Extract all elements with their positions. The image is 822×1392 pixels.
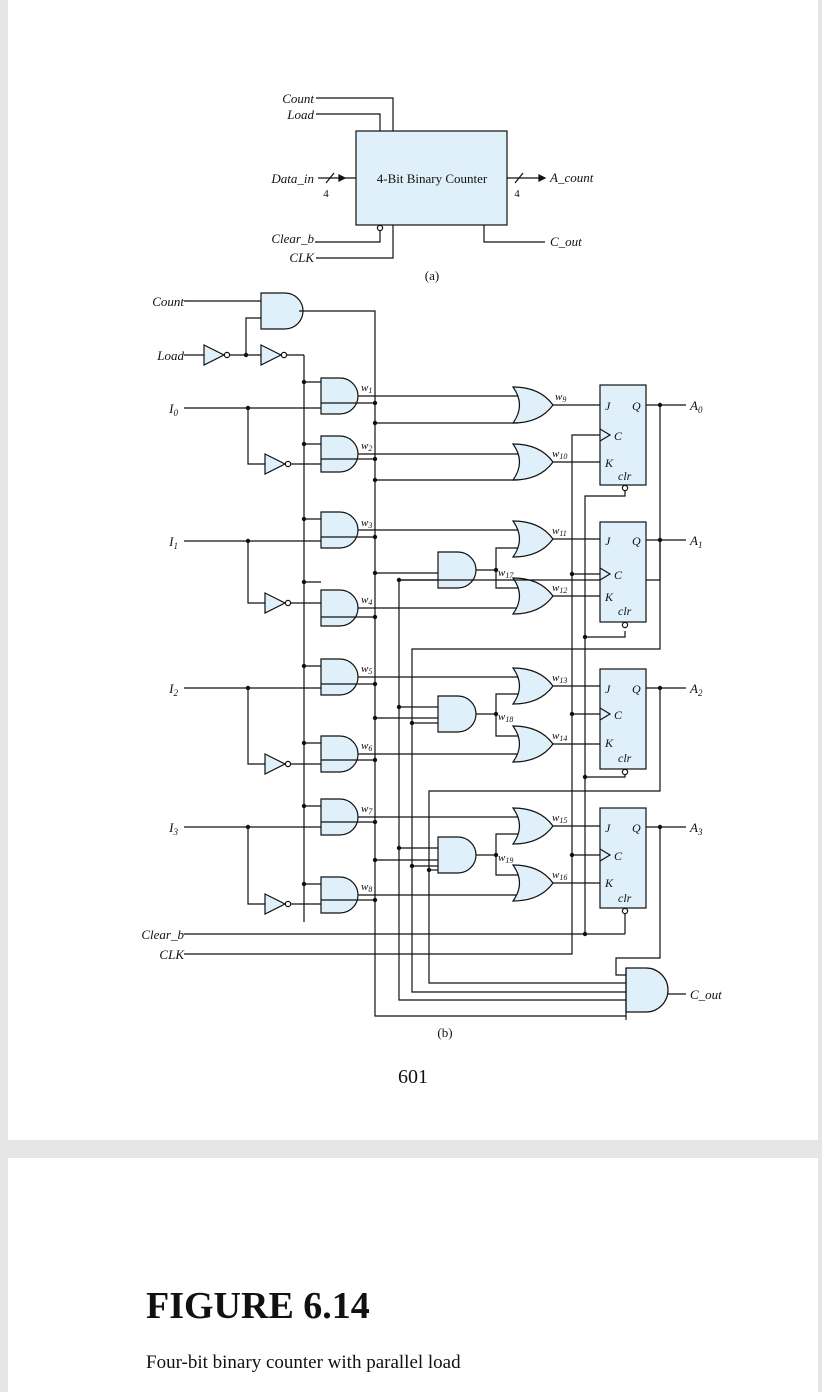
ff3-clr-pin: clr bbox=[618, 891, 632, 905]
c-out-label-a: C_out bbox=[550, 234, 582, 249]
figure-title: FIGURE 6.14 bbox=[146, 1285, 370, 1327]
clear-b-label-b: Clear_b bbox=[141, 927, 184, 942]
ff3-k-pin: K bbox=[604, 876, 614, 890]
wire-label-w9: w9 bbox=[555, 391, 566, 404]
bus-width-out: 4 bbox=[514, 188, 520, 200]
ff0-k-pin: K bbox=[604, 456, 614, 470]
jk-flip-flop-3 bbox=[599, 807, 647, 909]
counter-block-label: 4-Bit Binary Counter bbox=[377, 171, 488, 186]
ff3-q-pin: Q bbox=[632, 821, 641, 835]
ff1-c-pin: C bbox=[614, 568, 623, 582]
wire-label-w10: w10 bbox=[552, 448, 567, 461]
wire-label-w1: w1 bbox=[361, 382, 372, 395]
wire-label-w2: w2 bbox=[361, 440, 372, 453]
wire-label-w17: w17 bbox=[498, 567, 514, 580]
ff0-clr-pin: clr bbox=[618, 469, 632, 483]
caption-page: FIGURE 6.14 Four-bit binary counter with… bbox=[8, 1158, 818, 1392]
clk-label-b: CLK bbox=[159, 947, 185, 962]
ff2-clr-pin: clr bbox=[618, 751, 632, 765]
ff0-c-pin: C bbox=[614, 429, 623, 443]
i0-label: I0 bbox=[168, 401, 178, 418]
page-number: 601 bbox=[398, 1066, 428, 1088]
wire-label-w7: w7 bbox=[361, 803, 373, 816]
wire-label-w14: w14 bbox=[552, 730, 567, 743]
wire-label-w12: w12 bbox=[552, 582, 567, 595]
ff1-k-pin: K bbox=[604, 590, 614, 604]
ff1-q-pin: Q bbox=[632, 534, 641, 548]
a-count-label: A_count bbox=[549, 170, 594, 185]
c-out-label-b: C_out bbox=[690, 987, 722, 1002]
figure-caption: Four-bit binary counter with parallel lo… bbox=[146, 1352, 461, 1373]
clk-label-a: CLK bbox=[289, 250, 315, 265]
wire-label-w13: w13 bbox=[552, 672, 567, 685]
counter-block bbox=[355, 130, 508, 226]
wire-label-w4: w4 bbox=[361, 594, 372, 607]
wire-label-w3: w3 bbox=[361, 517, 372, 530]
wire-label-w15: w15 bbox=[552, 812, 567, 825]
wire-label-w6: w6 bbox=[361, 740, 372, 753]
ff1-j-pin: J bbox=[605, 534, 611, 548]
ff2-j-pin: J bbox=[605, 682, 611, 696]
load-label-a: Load bbox=[286, 107, 314, 122]
i1-label: I1 bbox=[168, 534, 178, 551]
ff2-q-pin: Q bbox=[632, 682, 641, 696]
ff2-k-pin: K bbox=[604, 736, 614, 750]
wire-label-w11: w11 bbox=[552, 525, 567, 538]
wire-label-w5: w5 bbox=[361, 663, 372, 676]
jk-flip-flop-0 bbox=[599, 384, 647, 486]
ff3-c-pin: C bbox=[614, 849, 623, 863]
count-label-a: Count bbox=[282, 91, 314, 106]
a3-label: A3 bbox=[689, 820, 703, 837]
i3-label: I3 bbox=[168, 820, 178, 837]
bus-width-in: 4 bbox=[323, 188, 329, 200]
caption-a: (a) bbox=[425, 268, 439, 283]
a2-label: A2 bbox=[689, 681, 703, 698]
jk-flip-flop-2 bbox=[599, 668, 647, 770]
diagram-page: Count Load Data_in 4 4-Bit Binary Counte… bbox=[8, 0, 818, 1140]
load-label-b: Load bbox=[156, 348, 184, 363]
ff0-q-pin: Q bbox=[632, 399, 641, 413]
caption-b: (b) bbox=[437, 1025, 452, 1040]
wire-label-w8: w8 bbox=[361, 881, 372, 894]
a1-label: A1 bbox=[689, 533, 702, 550]
wire-label-w19: w19 bbox=[498, 852, 513, 865]
clear-b-label-a: Clear_b bbox=[271, 231, 314, 246]
a0-label: A0 bbox=[689, 398, 703, 415]
ff3-j-pin: J bbox=[605, 821, 611, 835]
wire-label-w18: w18 bbox=[498, 711, 513, 724]
ff2-c-pin: C bbox=[614, 708, 623, 722]
wire-label-w16: w16 bbox=[552, 869, 567, 882]
data-in-label: Data_in bbox=[270, 171, 314, 186]
i2-label: I2 bbox=[168, 681, 178, 698]
count-label-b: Count bbox=[152, 294, 184, 309]
counter-circuit-diagram: Count Load Data_in 4 4-Bit Binary Counte… bbox=[141, 91, 722, 1040]
ff0-j-pin: J bbox=[605, 399, 611, 413]
ff1-clr-pin: clr bbox=[618, 604, 632, 618]
